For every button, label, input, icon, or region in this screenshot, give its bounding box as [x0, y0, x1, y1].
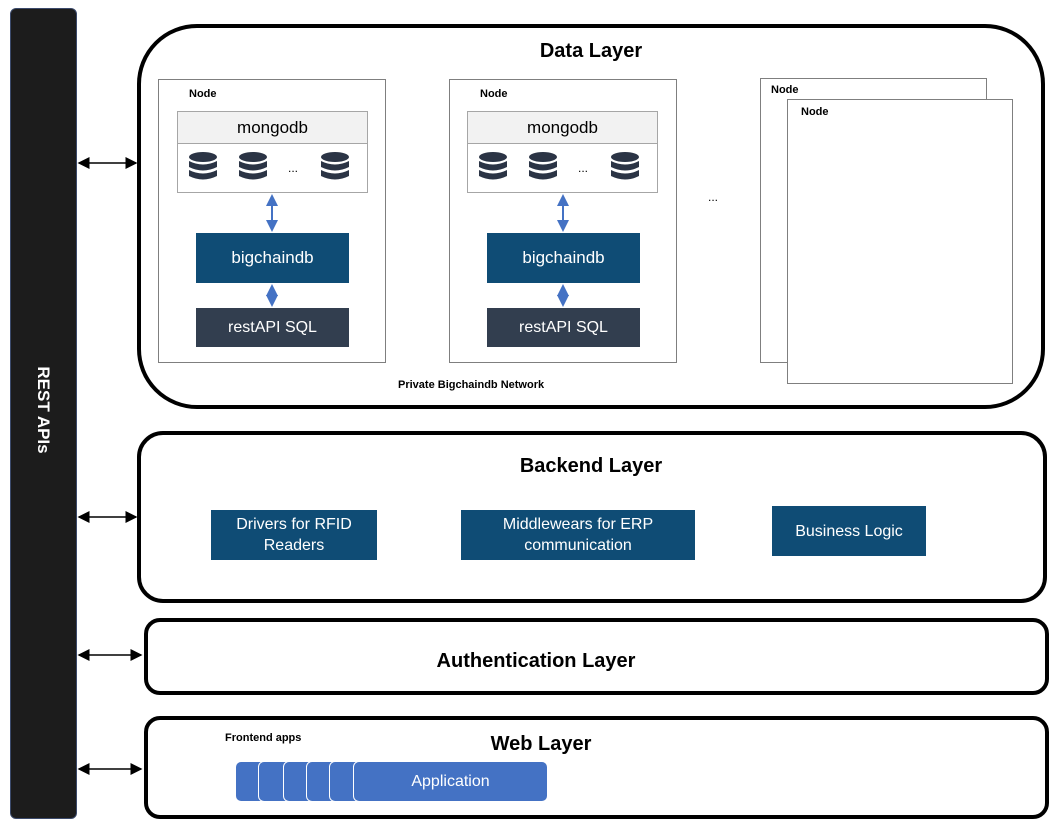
application-box: Application	[353, 761, 548, 802]
database-icon	[479, 151, 507, 179]
node-2-mongodb-label: mongodb	[468, 112, 657, 144]
node-2-bigchaindb: bigchaindb	[487, 233, 640, 283]
data-layer-title: Data Layer	[539, 40, 643, 62]
authentication-layer	[144, 618, 1049, 695]
backend-layer-title: Backend Layer	[519, 455, 663, 477]
rfid-drivers-box: Drivers for RFID Readers	[211, 510, 377, 560]
node-3-label: Node	[771, 84, 799, 96]
db-ellipsis: ...	[578, 160, 589, 175]
node-2-label: Node	[480, 88, 508, 100]
database-icon	[611, 151, 640, 179]
database-icon	[321, 151, 350, 179]
node-1-db-row: ...	[178, 144, 367, 191]
node-1-label: Node	[189, 88, 217, 100]
erp-middleware-box: Middlewears for ERP communication	[461, 510, 695, 560]
authentication-layer-title: Authentication Layer	[436, 650, 636, 672]
node-1-mongodb-label: mongodb	[178, 112, 367, 144]
db-ellipsis: ...	[288, 160, 299, 175]
database-icon	[239, 151, 267, 179]
rest-apis-bar	[10, 8, 77, 819]
node-4-label: Node	[801, 106, 829, 118]
business-logic-box: Business Logic	[772, 506, 926, 556]
database-icon	[189, 151, 217, 179]
more-nodes-ellipsis: ...	[708, 190, 719, 204]
web-layer-title: Web Layer	[490, 733, 592, 755]
node-1-mongodb: mongodb ...	[177, 111, 368, 193]
node-1-bigchaindb: bigchaindb	[196, 233, 349, 283]
frontend-apps-label: Frontend apps	[225, 732, 302, 744]
node-2-db-row: ...	[468, 144, 657, 191]
node-2-restapi: restAPI SQL	[487, 308, 640, 347]
node-2-mongodb: mongodb ...	[467, 111, 658, 193]
network-label: Private Bigchaindb Network	[398, 379, 545, 391]
node-1-restapi: restAPI SQL	[196, 308, 349, 347]
database-icon	[529, 151, 557, 179]
node-4	[787, 99, 1013, 384]
